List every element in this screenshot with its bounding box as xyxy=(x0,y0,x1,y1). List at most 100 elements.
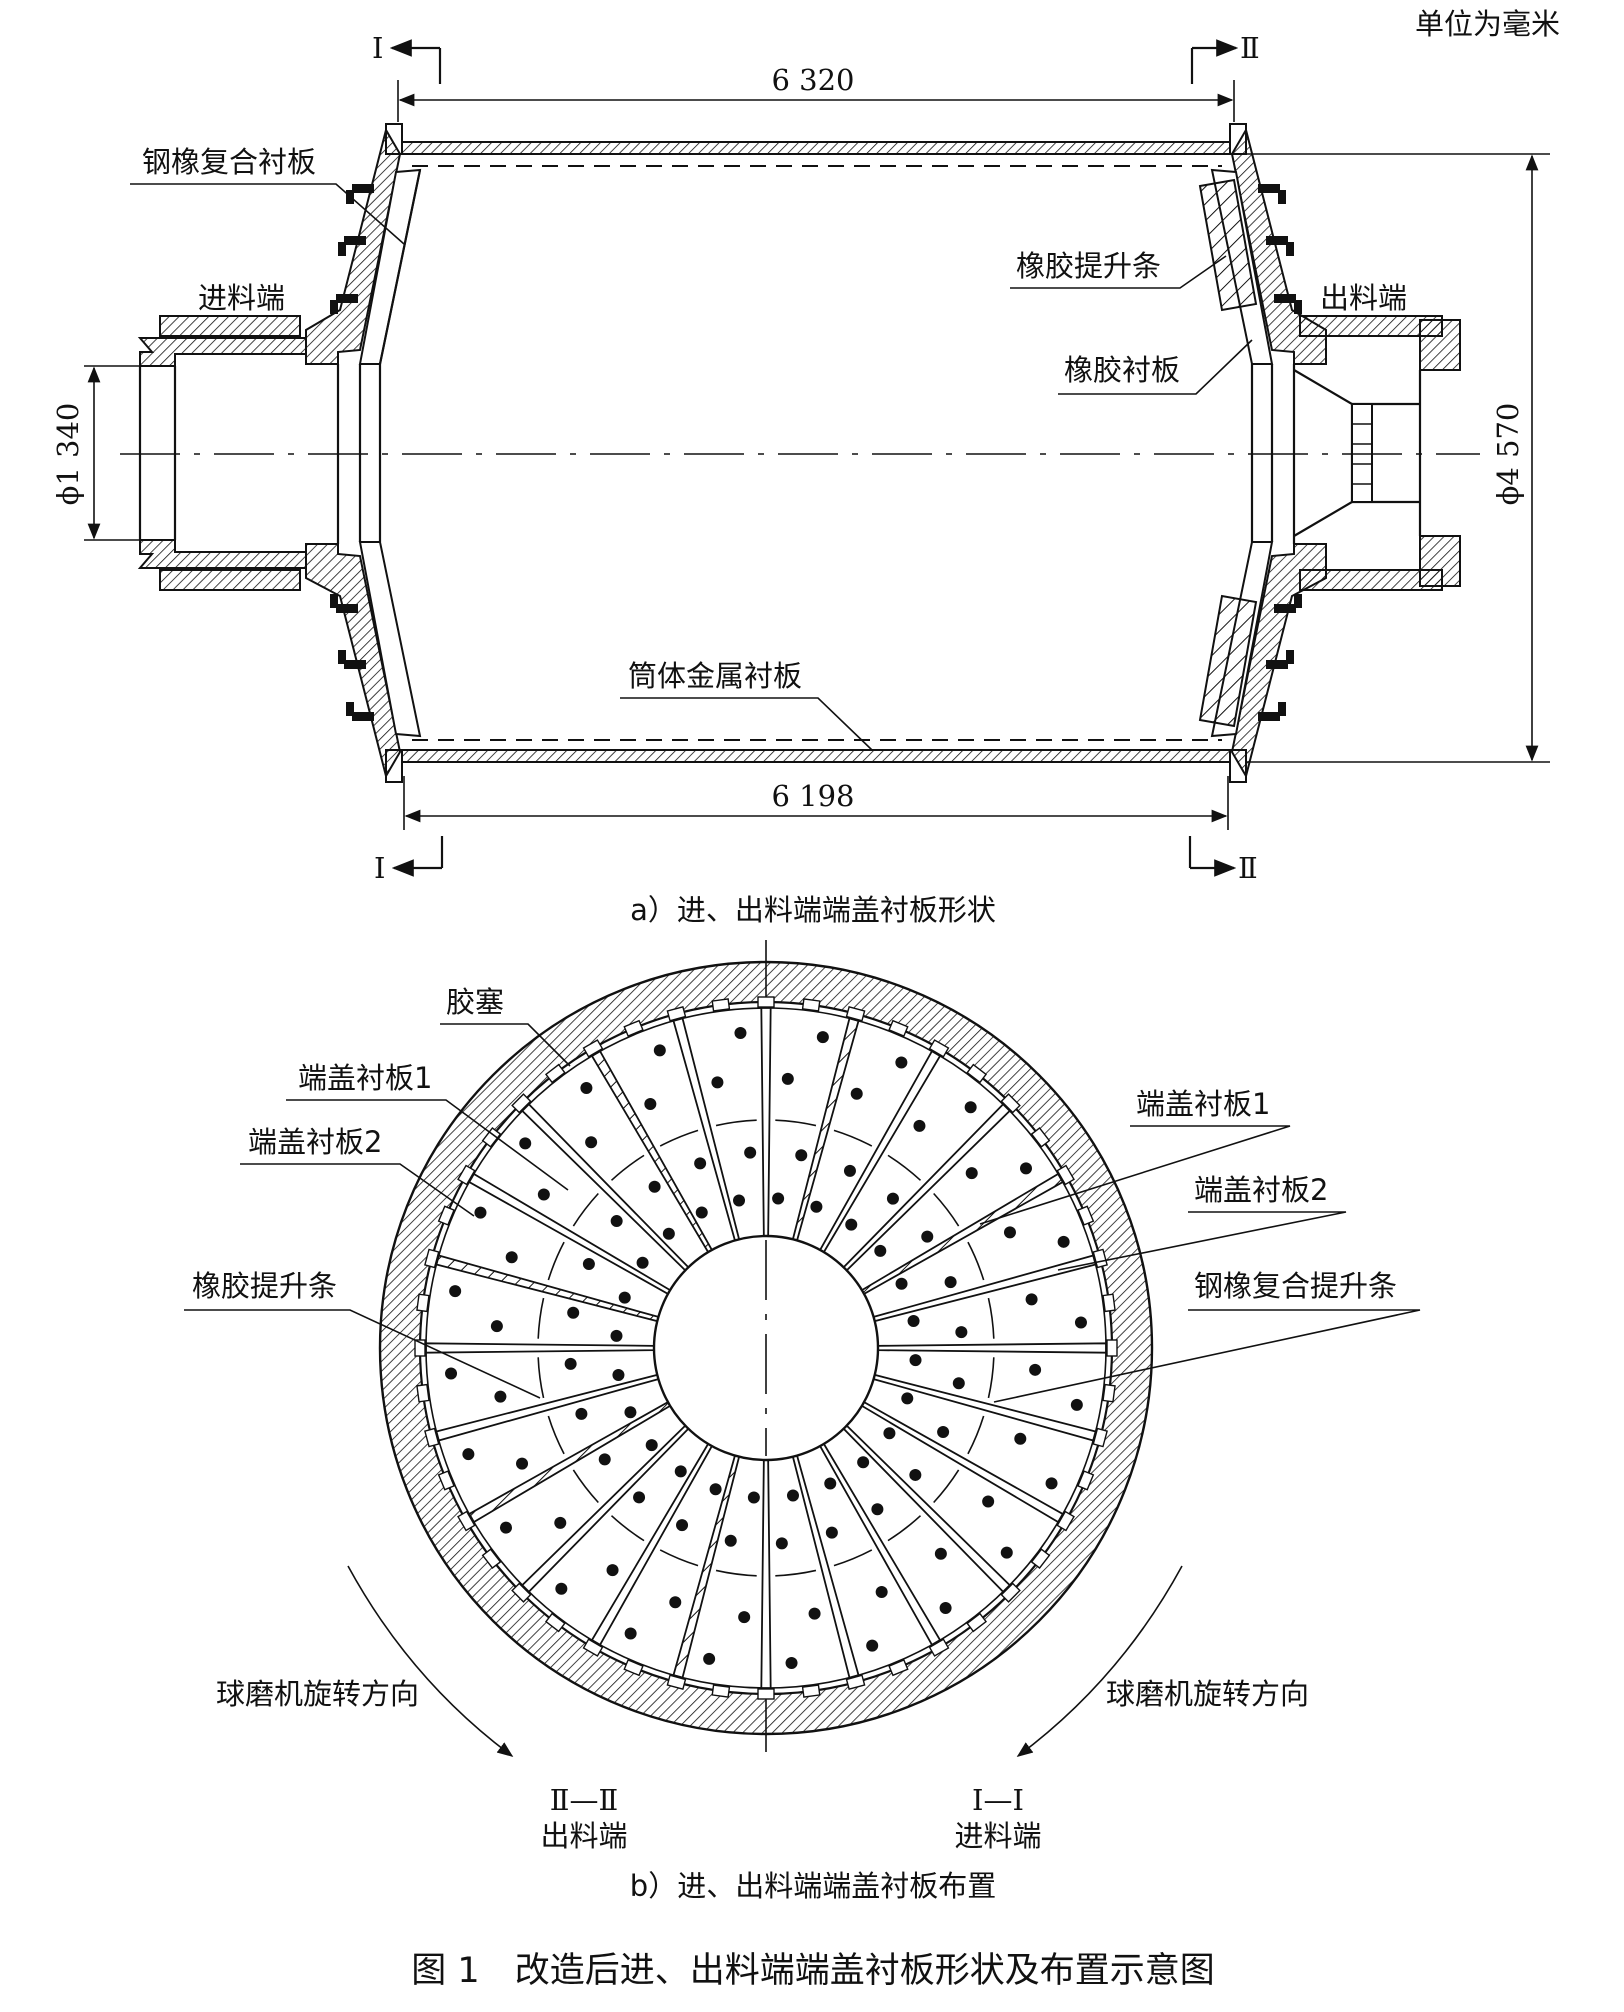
bolt-hole xyxy=(555,1582,568,1595)
liner-joint xyxy=(715,1569,757,1577)
rubber-plug xyxy=(544,1612,566,1633)
bolt-hole xyxy=(462,1448,475,1461)
label-rubber-plug: 胶塞 xyxy=(440,985,571,1067)
liner-joint xyxy=(933,1192,960,1227)
bolt-hole xyxy=(952,1377,965,1390)
liner-joint xyxy=(547,1241,565,1281)
bolt-hole xyxy=(913,1119,926,1132)
bolt-hole xyxy=(575,1407,588,1420)
bolt-hole xyxy=(850,1087,863,1100)
bolt-hole xyxy=(474,1206,487,1219)
rubber-plug xyxy=(1000,1582,1021,1603)
bolt-hole xyxy=(934,1547,947,1560)
bolt-hole xyxy=(738,1611,751,1624)
rotation-label-left: 球磨机旋转方向 xyxy=(216,1677,419,1711)
bolt-hole xyxy=(795,1149,808,1162)
svg-text:筒体金属衬板: 筒体金属衬板 xyxy=(628,659,802,693)
bolt-hole xyxy=(965,1167,978,1180)
bolt-hole xyxy=(785,1656,798,1669)
bolt-hole xyxy=(449,1285,462,1298)
bolt-hole xyxy=(857,1456,870,1469)
bolt-hole xyxy=(624,1627,637,1640)
bolt-hole xyxy=(694,1157,707,1170)
mill-shell xyxy=(385,123,1247,783)
dimension-left-diameter: ϕ1 340 xyxy=(51,365,175,541)
svg-text:Ⅱ: Ⅱ xyxy=(1240,31,1260,65)
svg-text:I: I xyxy=(374,851,385,885)
rubber-plug xyxy=(1077,1470,1095,1491)
liner-joint xyxy=(887,1154,922,1181)
feed-end-head xyxy=(137,127,422,779)
bolt-hole xyxy=(781,1072,794,1085)
rubber-plug xyxy=(511,1093,532,1114)
figure-title: 图 1 改造后进、出料端端盖衬板形状及布置示意图 xyxy=(411,1951,1214,1991)
dimension-bottom: 6 198 xyxy=(403,776,1229,830)
bolt-hole xyxy=(610,1329,623,1342)
liner-joint xyxy=(610,1154,645,1181)
section-mark-right-bottom: Ⅱ xyxy=(1188,836,1258,885)
liner-joint xyxy=(572,1192,599,1227)
bolt-hole xyxy=(1025,1293,1038,1306)
bolt-hole xyxy=(964,1101,977,1114)
label-steel-rubber-liner: 钢橡复合衬板 xyxy=(130,145,405,245)
bolt-hole xyxy=(775,1537,788,1550)
rubber-plug xyxy=(1030,1548,1051,1570)
rubber-plug xyxy=(845,1674,866,1690)
end-liner-segments xyxy=(425,1007,1107,1689)
bolt-hole xyxy=(1014,1432,1027,1445)
bolt-hole xyxy=(734,1027,747,1040)
svg-text:端盖衬板2: 端盖衬板2 xyxy=(1194,1173,1328,1207)
svg-text:端盖衬板1: 端盖衬板1 xyxy=(298,1061,432,1095)
rubber-plug xyxy=(1106,1339,1118,1357)
rubber-plug xyxy=(711,998,731,1012)
rubber-plug xyxy=(416,1293,430,1313)
bolt-hole xyxy=(494,1390,507,1403)
dim-6320: 6 320 xyxy=(771,63,854,97)
svg-text:橡胶提升条: 橡胶提升条 xyxy=(1016,249,1161,283)
bolt-hole xyxy=(676,1519,689,1532)
bolt-hole xyxy=(709,1483,722,1496)
section-mark-left-top: I xyxy=(372,31,442,84)
caption-b: b）进、出料端端盖衬板布置 xyxy=(630,1869,996,1903)
bolt-hole xyxy=(944,1276,957,1289)
liner-divider xyxy=(760,1459,772,1689)
liner-joint xyxy=(887,1515,922,1542)
section-II-II: Ⅱ—Ⅱ xyxy=(550,1783,618,1817)
bolt-hole xyxy=(505,1251,518,1264)
liner-joint xyxy=(659,1129,699,1147)
liner-joint xyxy=(537,1357,545,1399)
rotation-label-right: 球磨机旋转方向 xyxy=(1106,1677,1309,1711)
bolt-hole xyxy=(653,1044,666,1057)
bolt-hole xyxy=(845,1218,858,1231)
rubber-plug xyxy=(424,1248,440,1269)
svg-text:Ⅱ: Ⅱ xyxy=(1238,851,1258,885)
rubber-plug xyxy=(1077,1205,1095,1226)
bolt-hole xyxy=(567,1306,580,1319)
bolt-hole xyxy=(606,1564,619,1577)
bolt-hole xyxy=(618,1291,631,1304)
rubber-plug xyxy=(801,998,821,1012)
liner-joint xyxy=(987,1357,995,1399)
liner-divider xyxy=(760,1007,772,1237)
rubber-plug xyxy=(582,1638,604,1657)
bolt-hole xyxy=(636,1256,649,1269)
bolt-hole xyxy=(955,1326,968,1339)
bolt-hole xyxy=(624,1406,637,1419)
section-mark-left-bottom: I xyxy=(374,836,444,885)
bolt-hole xyxy=(674,1465,687,1478)
dim-d1340: ϕ1 340 xyxy=(51,403,85,506)
bolt-hole xyxy=(895,1056,908,1069)
bolt-hole xyxy=(645,1439,658,1452)
rubber-plug xyxy=(1056,1510,1075,1532)
bolt-hole xyxy=(824,1477,837,1490)
bolt-hole xyxy=(669,1596,682,1609)
bolt-hole xyxy=(1074,1316,1087,1329)
caption-a: a）进、出料端端盖衬板形状 xyxy=(630,893,996,927)
liner-joint xyxy=(833,1549,873,1567)
bolt-hole xyxy=(871,1503,884,1516)
bolt-hole xyxy=(866,1639,879,1652)
label-end-liner-1-left: 端盖衬板1 xyxy=(286,1061,569,1191)
bolt-hole xyxy=(843,1164,856,1177)
bolt-hole xyxy=(886,1192,899,1205)
